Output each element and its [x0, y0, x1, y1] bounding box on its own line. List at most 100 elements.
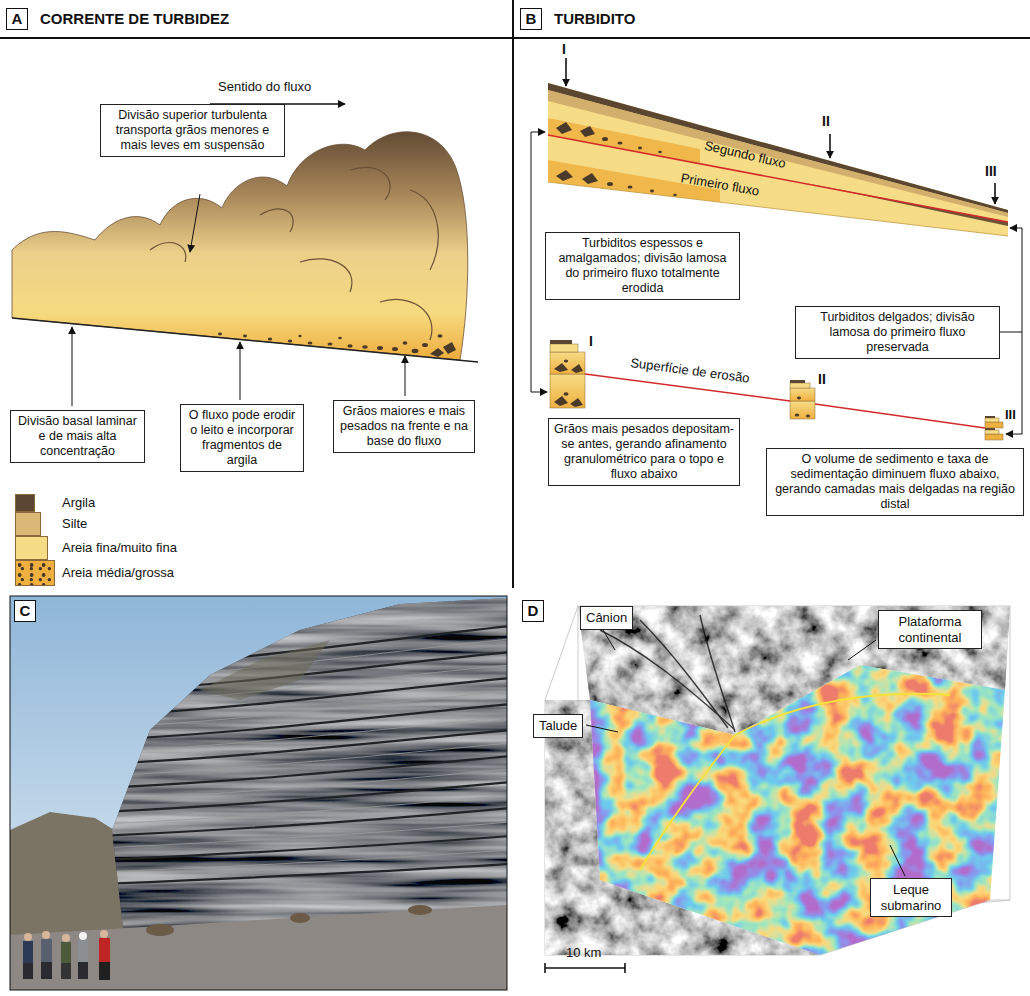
legend-text: Silte: [62, 517, 87, 531]
turbidity-current-part-part: [403, 341, 408, 344]
people-part: [23, 963, 33, 979]
panel-title: TURBIDITO: [554, 11, 635, 28]
box-text: O volume de sedimento e taxa de sediment…: [772, 452, 1018, 512]
seismic-block-part-part-part: [700, 615, 735, 732]
box-text: Turbiditos espessos e amalgamados; divis…: [551, 236, 734, 296]
leader-line-part: [848, 640, 876, 660]
section-column-part: [790, 380, 805, 383]
leader-line-part: [603, 630, 615, 650]
box-text: Grãos mais pesados depositam-se antes, g…: [554, 422, 734, 482]
section-column-part: [985, 418, 999, 422]
section-column-part: [985, 416, 995, 418]
section-column-part-part: [564, 359, 568, 362]
turbidity-current-part-part: [338, 337, 342, 339]
section-column-part-part: [570, 398, 583, 407]
outcrop-photo-part-part-part: [100, 717, 507, 752]
callout-box: Divisão superior turbulenta transporta g…: [100, 104, 285, 157]
turbidity-current-part-part: [150, 243, 186, 262]
scale-text: 10 km: [566, 946, 601, 960]
turbidity-current-part: [12, 132, 468, 360]
turbidite-section-part: [548, 182, 1008, 236]
section-column-part-part: [554, 363, 568, 372]
outcrop-photo-part-part-part: [100, 864, 507, 884]
leader-line-part: [190, 194, 200, 252]
people-part: [61, 942, 71, 963]
turbidity-current-part-part: [392, 347, 398, 351]
bush: [146, 905, 432, 936]
legend-swatch: [15, 512, 41, 536]
turbidite-section-part-part: [607, 182, 613, 186]
leader-line-part: [586, 725, 618, 732]
panel-frame-part: [512, 0, 514, 588]
position-arrow: [566, 58, 995, 204]
turbidite-section-part-part: [650, 190, 654, 193]
people-part: [79, 932, 87, 940]
legend-text: Argila: [62, 496, 95, 510]
seismic-block-part: [640, 735, 735, 870]
panel-letter: C: [14, 600, 36, 622]
bracket-part: [531, 392, 547, 393]
outcrop-photo-part-part-part: [100, 704, 507, 740]
section-column-part: [795, 397, 810, 418]
section-column-part: [985, 434, 1003, 440]
legend-text: Areia média/grossa: [62, 566, 174, 580]
turbidity-current-part-part: [412, 349, 419, 353]
section-column-part: [550, 344, 578, 352]
people-part: [61, 963, 71, 979]
outcrop-photo-part-part-part: [100, 743, 507, 776]
leader-line: [586, 630, 905, 876]
turbidity-current-part-part: [268, 338, 272, 341]
turbidity-current-part-part: [218, 333, 222, 336]
turbidity-current-part-part: [347, 344, 352, 348]
section-column-part-part: [797, 397, 801, 400]
panel-frame: [0, 0, 1030, 588]
turbidity-current-part-part: [328, 342, 333, 345]
legend-swatch: [15, 494, 35, 512]
people-part: [78, 940, 88, 962]
box-text: Plataforma continental: [884, 614, 976, 645]
bush-part: [290, 913, 310, 923]
box-text: D: [523, 601, 543, 620]
seismic-block-part: [735, 694, 950, 735]
turbidity-current-part-part: [443, 342, 456, 354]
people-part: [42, 931, 50, 939]
turbidity-current-part-part: [377, 346, 383, 350]
box-text: C: [15, 601, 35, 620]
scale-bar-part: [624, 963, 626, 973]
flow-direction: Sentido do fluxo: [218, 80, 311, 94]
position-number: III: [1005, 408, 1016, 422]
turbidity-current-part-part: [350, 167, 390, 200]
position-number: I: [589, 334, 593, 349]
turbidite-section-part-part: [580, 126, 595, 137]
layer-name: Primeiro fluxo: [680, 171, 761, 199]
position-number: I: [562, 42, 566, 57]
leader-line-part: [72, 327, 73, 406]
turbidity-current-part-part: [288, 340, 292, 343]
outcrop-photo-part-part-part: [100, 795, 507, 824]
section-column-part: [550, 374, 585, 408]
bracket: [531, 132, 1022, 434]
turbidite-section-part-part: [638, 147, 642, 150]
turbidite-section-part-part: [673, 194, 677, 196]
turbidite-section-part: [548, 135, 1008, 236]
outcrop-photo-part-part-part: [100, 850, 507, 872]
seismic-block-part: [585, 660, 1010, 960]
people-part: [41, 939, 52, 962]
people-part: [24, 933, 32, 941]
leader-line: [72, 194, 405, 406]
position-number: II: [822, 114, 830, 129]
turbidity-current: [12, 104, 478, 362]
position-arrow-part: [994, 183, 996, 204]
people-part: [99, 962, 110, 980]
section-column-part: [790, 401, 815, 419]
callout-box: Divisão basal laminar e de mais alta con…: [10, 410, 145, 463]
outcrop-photo-part-part-part: [100, 769, 507, 800]
bracket-part: [1022, 228, 1023, 434]
feature-label-box: Plataforma continental: [878, 610, 982, 649]
outcrop-photo-part-part-part: [100, 691, 507, 728]
section-column-part: [985, 428, 995, 430]
box-text: Grãos maiores e mais pesados na frente e…: [339, 404, 469, 449]
legend-text: Areia fina/muito fina: [62, 541, 177, 555]
turbidity-current-part-part: [260, 209, 293, 232]
box-text: Leque submarino: [876, 882, 946, 913]
